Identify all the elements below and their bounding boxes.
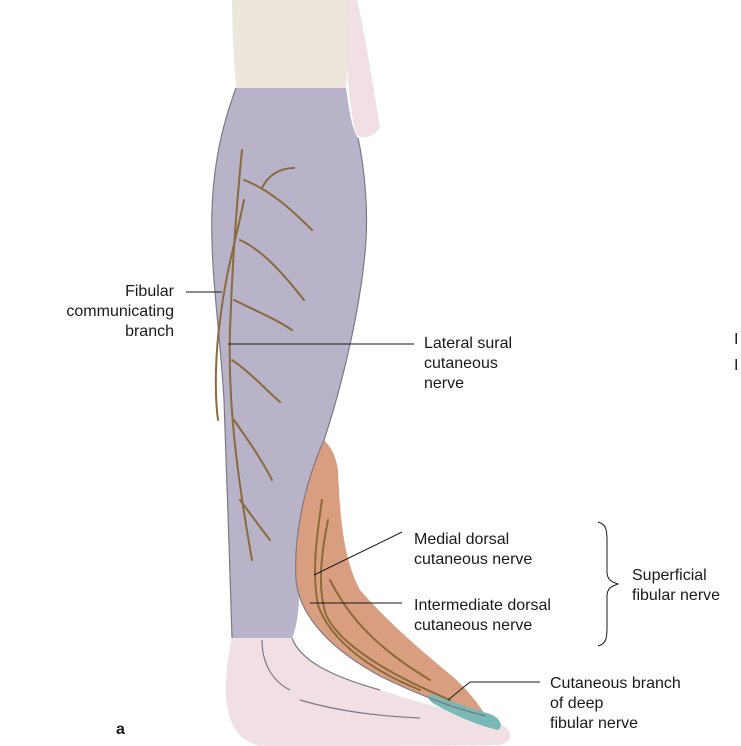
fibular-communicating-branch-label: Fibular communicating branch <box>0 282 174 342</box>
medial-dorsal-cutaneous-nerve-label: Medial dorsal cutaneous nerve <box>414 530 532 570</box>
edge-fragment-2: I <box>734 356 738 376</box>
superficial-fibular-nerve-label: Superficial fibular nerve <box>632 566 720 606</box>
superficial-fibular-brace <box>598 522 618 646</box>
medial-knee-skin-region <box>346 0 380 137</box>
cutaneous-branch-deep-fibular-nerve-label: Cutaneous branch of deep fibular nerve <box>550 674 681 734</box>
edge-fragment-1: I <box>734 330 738 350</box>
intermediate-dorsal-cutaneous-nerve-label: Intermediate dorsal cutaneous nerve <box>414 596 551 636</box>
lateral-sural-cutaneous-nerve-label: Lateral sural cutaneous nerve <box>424 334 512 394</box>
panel-letter: a <box>116 720 125 740</box>
thigh-skin-region <box>232 0 352 88</box>
